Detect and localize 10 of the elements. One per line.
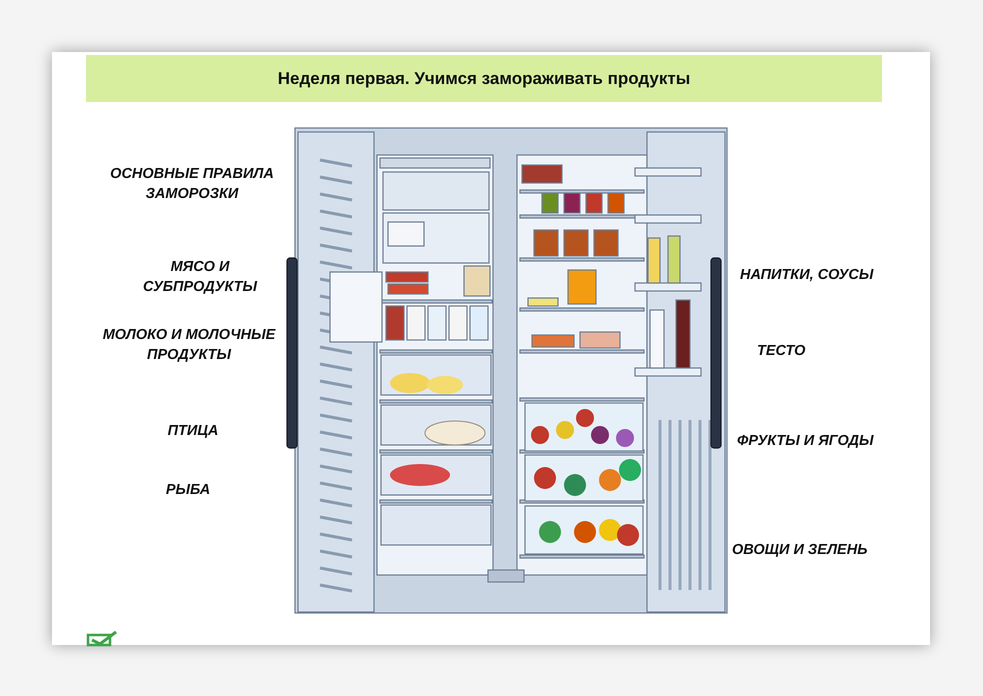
food-category-label: РЫБА [164, 481, 212, 500]
food-category-label: МЯСО И СУБПРОДУКТЫ [142, 258, 258, 297]
food-category-label: ПТИЦА [166, 422, 220, 441]
food-category-label: ОСНОВНЫЕ ПРАВИЛА ЗАМОРОЗКИ [109, 165, 275, 204]
food-category-label: МОЛОКО И МОЛОЧНЫЕ ПРОДУКТЫ [102, 326, 277, 365]
title: Неделя первая. Учимся замораживать продукты [278, 68, 690, 88]
food-category-label: ТЕСТО [757, 342, 806, 361]
food-category-label: НАПИТКИ, СОУСЫ [740, 266, 874, 285]
food-category-label: ОВОЩИ И ЗЕЛЕНЬ [732, 541, 868, 560]
food-category-label: ФРУКТЫ И ЯГОДЫ [737, 432, 875, 451]
